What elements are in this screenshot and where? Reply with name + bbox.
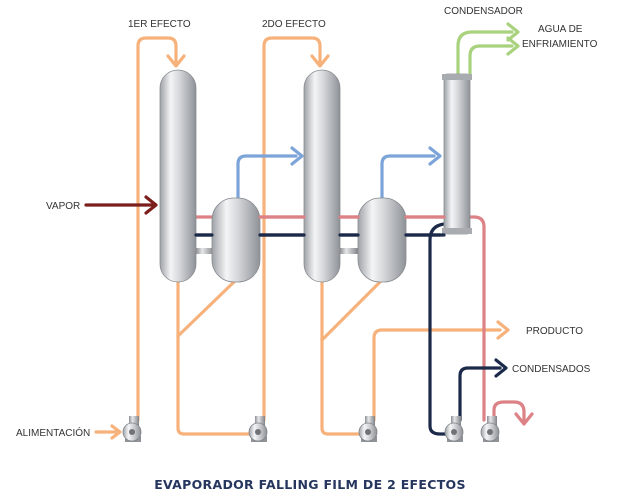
product-label: PRODUCTO: [526, 326, 583, 337]
diagram-caption: EVAPORADOR FALLING FILM DE 2 EFECTOS: [154, 477, 466, 492]
condenser-label: CONDENSADOR: [444, 6, 523, 17]
vapor-outlet-arrow: [514, 412, 534, 426]
cooling-water-label-2: ENFRIAMIENTO: [522, 39, 598, 50]
feed-label: ALIMENTACIÓN: [16, 426, 90, 439]
pump-icon: [248, 416, 268, 442]
condensates-arrow: [494, 358, 508, 378]
feed-arrow-effect2: [310, 54, 330, 68]
feed-inlet-arrow: [110, 424, 122, 440]
effect-1-evaporator: [159, 69, 197, 283]
condenser-vessel: [442, 73, 472, 235]
vapor-arrow-2: [428, 146, 442, 166]
pump-icon: [122, 416, 142, 442]
pump-icon: [444, 416, 464, 442]
condensates-label: CONDENSADOS: [512, 364, 591, 375]
cooling-water-lines: [456, 30, 514, 76]
cooling-water-label-1: AGUA DE: [538, 24, 583, 35]
cooling-water-arrow-out: [506, 36, 520, 56]
feed-arrow-effect1: [166, 54, 186, 68]
effect-1-label: 1ER EFECTO: [128, 19, 191, 30]
separator-2: [340, 197, 407, 283]
vapor-transfer: [236, 154, 436, 200]
vapor-line: [193, 215, 526, 422]
steam-arrow: [144, 195, 158, 215]
cooling-water-arrow-in: [506, 22, 520, 42]
effect-2-label: 2DO EFECTO: [262, 19, 326, 30]
product-arrow: [496, 320, 510, 340]
effect-2-evaporator: [303, 69, 341, 283]
vapor-arrow-1: [290, 146, 304, 166]
feed-lines: [136, 36, 502, 436]
pump-icon: [480, 416, 500, 442]
pump-icon: [358, 416, 378, 442]
separator-1: [196, 197, 261, 283]
steam-label: VAPOR: [46, 201, 80, 212]
